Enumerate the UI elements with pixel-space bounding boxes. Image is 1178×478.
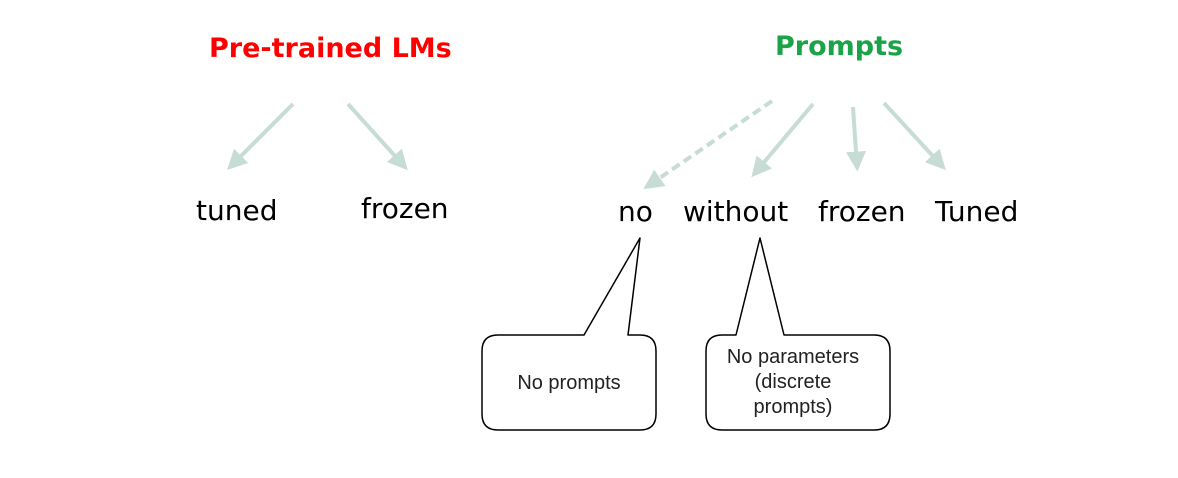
arrow-to-without [751, 102, 815, 178]
pretrained-lms-heading: Pre-trained LMs [209, 33, 452, 64]
callout-no-prompts-text: No prompts [517, 372, 621, 394]
callout-box-no-prompts [481, 237, 657, 431]
option-without: without [683, 195, 789, 228]
option-frozen-left: frozen [361, 192, 449, 225]
dashed-arrow-to-no [643, 99, 774, 190]
callout-box-no-parameters [705, 237, 891, 431]
arrow-to-frozen-left [346, 102, 408, 171]
option-no: no [618, 195, 653, 228]
arrow-to-tuned-right [882, 101, 946, 171]
option-frozen-right: frozen [818, 195, 906, 228]
callout-no-parameters-text: No parameters (discrete prompts) [726, 346, 860, 418]
arrow-to-frozen-right [846, 106, 867, 172]
prompts-heading: Prompts [775, 31, 904, 62]
option-tuned-right: Tuned [935, 195, 1019, 228]
arrow-to-tuned [227, 102, 295, 170]
option-tuned: tuned [196, 194, 278, 227]
